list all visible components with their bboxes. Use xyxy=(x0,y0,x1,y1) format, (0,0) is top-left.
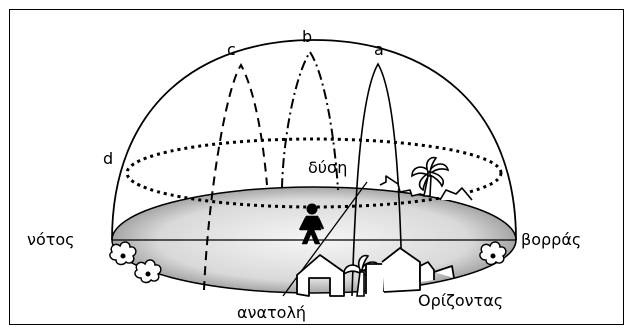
path-d-circle xyxy=(125,137,503,209)
bush-right-icon xyxy=(479,241,507,266)
path-c-arc xyxy=(203,63,268,291)
label-west: δύση xyxy=(308,158,348,177)
path-b-arc xyxy=(281,50,339,191)
observer-person-icon xyxy=(298,203,325,245)
label-south: νότος xyxy=(27,230,75,249)
label-path-b: b xyxy=(302,27,313,46)
label-north: βορράς xyxy=(521,230,582,249)
front-house-icon xyxy=(296,254,345,297)
label-path-a: a xyxy=(374,40,384,59)
bush-left-icon xyxy=(109,241,137,266)
label-path-c: c xyxy=(227,40,236,59)
label-horizon: Ορίζοντας xyxy=(418,291,504,310)
front-buildings-icon xyxy=(365,247,455,294)
label-path-d: d xyxy=(103,149,114,168)
bush-lower-left-icon xyxy=(134,259,162,284)
celestial-dome xyxy=(111,39,517,241)
path-a-arc xyxy=(351,62,403,297)
back-horizon-features xyxy=(379,175,473,201)
palm-tree-back-icon xyxy=(411,156,450,197)
label-east: ανατολή xyxy=(237,303,307,322)
